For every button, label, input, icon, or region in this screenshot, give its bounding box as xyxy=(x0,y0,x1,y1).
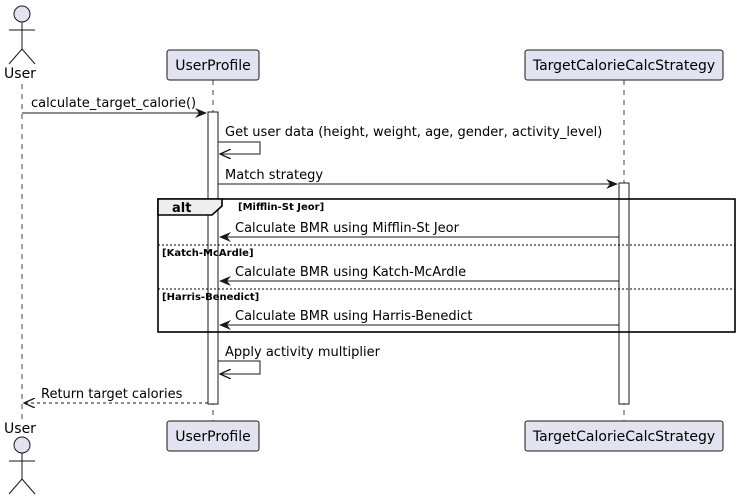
alt-fragment-frame xyxy=(157,198,736,333)
alt-fragment: alt [Mifflin-St Jeor] [Katch-McArdle] [H… xyxy=(157,198,736,333)
message-match-strategy: Match strategy xyxy=(218,168,618,189)
alt-keyword: alt xyxy=(172,201,191,216)
message-get-user-data: Get user data (height, weight, age, gend… xyxy=(218,125,602,154)
alt-guard-harris: [Harris-Benedict] xyxy=(162,292,259,303)
participant-userprofile-label: UserProfile xyxy=(175,58,250,74)
message-label: Calculate BMR using Mifflin-St Jeor xyxy=(235,221,460,236)
alt-guard-mifflin: [Mifflin-St Jeor] xyxy=(238,202,324,213)
alt-fragment-header-tab xyxy=(157,198,223,216)
message-label: calculate_target_calorie() xyxy=(31,96,196,111)
message-return-target-calories: Return target calories xyxy=(24,387,208,403)
message-apply-multiplier: Apply activity multiplier xyxy=(218,345,381,374)
message-label: Apply activity multiplier xyxy=(225,345,381,360)
participant-strategy-label: TargetCalorieCalcStrategy xyxy=(532,429,715,445)
participant-strategy-top: TargetCalorieCalcStrategy xyxy=(524,49,724,81)
actor-icon xyxy=(13,5,31,23)
message-label: Calculate BMR using Katch-McArdle xyxy=(235,265,466,280)
message-calculate-target-calorie: calculate_target_calorie() xyxy=(22,96,207,118)
actor-icon xyxy=(13,436,31,454)
actor-user-bottom: User xyxy=(4,421,36,495)
alt-guard-katch: [Katch-McArdle] xyxy=(162,248,254,259)
message-label: Match strategy xyxy=(225,168,323,183)
actor-user-label: User xyxy=(4,66,36,82)
message-bmr-mifflin: Calculate BMR using Mifflin-St Jeor xyxy=(219,221,619,242)
participant-strategy-bottom: TargetCalorieCalcStrategy xyxy=(524,420,724,452)
actor-user-top: User xyxy=(4,5,36,82)
message-label: Calculate BMR using Harris-Benedict xyxy=(235,309,472,324)
message-bmr-katch: Calculate BMR using Katch-McArdle xyxy=(219,265,619,286)
participant-strategy-label: TargetCalorieCalcStrategy xyxy=(532,58,715,74)
participant-userprofile-bottom: UserProfile xyxy=(166,420,260,452)
participant-userprofile-label: UserProfile xyxy=(175,429,250,445)
participant-userprofile-top: UserProfile xyxy=(166,49,260,81)
activation-bar-userprofile xyxy=(207,111,219,405)
activation-bar-strategy xyxy=(618,182,630,405)
actor-user-label: User xyxy=(4,421,36,437)
message-bmr-harris: Calculate BMR using Harris-Benedict xyxy=(219,309,619,330)
message-label: Get user data (height, weight, age, gend… xyxy=(225,125,602,140)
message-label: Return target calories xyxy=(41,387,183,402)
